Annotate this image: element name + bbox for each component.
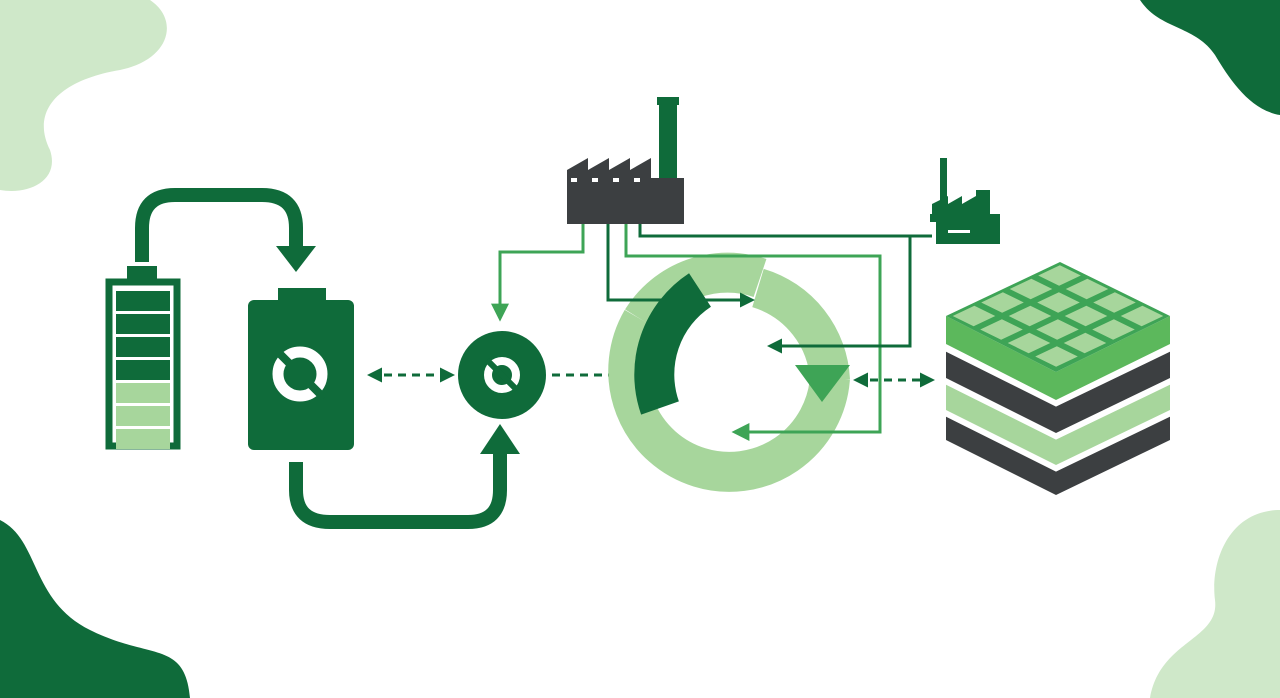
battery-segment (116, 383, 170, 403)
battery-segment (116, 360, 170, 380)
grid-tile (1035, 346, 1078, 367)
grid-tile (1007, 332, 1051, 354)
battery-segment (116, 314, 170, 334)
battery-segment (116, 291, 170, 311)
circular-arrows-icon (608, 252, 850, 492)
grid-tile (1063, 332, 1107, 354)
arrow-pack-to-hub (289, 450, 507, 529)
recycling-hub-icon (458, 331, 546, 419)
arrowhead-to-pack (276, 246, 316, 272)
corner-blob-bottom-left (0, 520, 190, 698)
grid-tile (1064, 305, 1108, 327)
grid-tile (981, 292, 1024, 313)
factory-connector-lines (491, 224, 932, 441)
corner-blob-top-right (1140, 0, 1280, 115)
tile-grid (952, 265, 1164, 367)
grid-tile (1038, 265, 1081, 286)
grid-tile (1037, 292, 1080, 313)
battery-segment (116, 337, 170, 357)
factory-icon (567, 97, 684, 224)
battery-segment (116, 406, 170, 426)
grid-tile (1093, 292, 1136, 313)
grid-tile (1008, 305, 1052, 327)
layered-block-icon (945, 262, 1171, 495)
corner-blob-top-left (0, 0, 167, 191)
battery-segments (116, 291, 170, 449)
grid-tile (1036, 319, 1079, 340)
battery-pack-icon (248, 288, 354, 450)
grid-tile (1092, 319, 1135, 340)
grid-tile (952, 305, 996, 327)
battery-segment (116, 429, 170, 449)
arrowhead-to-hub (480, 424, 520, 454)
corner-blob-bottom-right (1150, 510, 1280, 698)
arrow-battery-to-pack (135, 188, 303, 262)
grid-tile (980, 319, 1023, 340)
grid-tile (1065, 278, 1109, 300)
recycle-symbol-icon (272, 346, 328, 402)
grid-tile (1120, 305, 1164, 327)
small-factory-icon (930, 158, 1000, 244)
grid-tile (1009, 278, 1053, 300)
battery-icon (105, 266, 181, 450)
